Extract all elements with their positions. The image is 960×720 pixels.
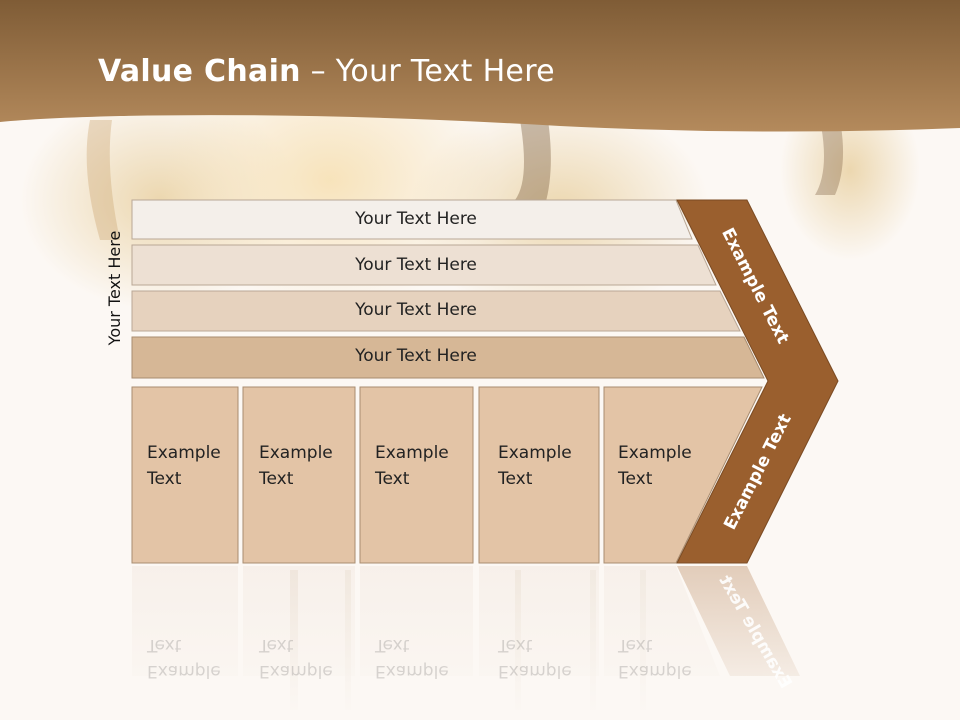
box-reflection-2-line1: Example	[259, 661, 333, 681]
box-reflection-3-line2: Text	[375, 635, 410, 655]
row-bar-2	[131, 244, 717, 286]
box-label-1: Example Text	[147, 440, 221, 492]
row-label-3: Your Text Here	[355, 300, 477, 320]
box-label-4-line2: Text	[498, 469, 533, 489]
box-reflection-3: Example Text	[375, 632, 449, 684]
box-reflection-1: Example Text	[147, 632, 221, 684]
box-reflection-1-line1: Example	[147, 661, 221, 681]
box-2	[242, 386, 356, 564]
box-reflection-3-line1: Example	[375, 661, 449, 681]
box-1	[131, 386, 239, 564]
box-reflection-4-line1: Example	[498, 661, 572, 681]
box-label-4: Example Text	[498, 440, 572, 492]
row-label-4: Your Text Here	[355, 346, 477, 366]
row-bar-1	[131, 199, 693, 240]
box-label-4-line1: Example	[498, 443, 572, 463]
box-reflection-2: Example Text	[259, 632, 333, 684]
box-label-2-line1: Example	[259, 443, 333, 463]
box-label-3-line1: Example	[375, 443, 449, 463]
box-reflection-5-line1: Example	[618, 661, 692, 681]
box-reflection-1-line2: Text	[147, 635, 182, 655]
box-reflection-5: Example Text	[618, 632, 692, 684]
row-bar-3	[131, 290, 741, 332]
box-label-3-line2: Text	[375, 469, 410, 489]
row-label-1: Your Text Here	[355, 209, 477, 229]
box-label-2-line2: Text	[259, 469, 294, 489]
box-reflection-5-line2: Text	[618, 635, 653, 655]
title-bold: Value Chain	[98, 54, 301, 89]
box-reflection-2-line2: Text	[259, 635, 294, 655]
title-rest: – Your Text Here	[300, 54, 555, 89]
box-reflection-4: Example Text	[498, 632, 572, 684]
box-label-3: Example Text	[375, 440, 449, 492]
box-label-5: Example Text	[618, 440, 692, 492]
box-label-5-line1: Example	[618, 443, 692, 463]
box-label-1-line1: Example	[147, 443, 221, 463]
box-label-2: Example Text	[259, 440, 333, 492]
box-3	[359, 386, 474, 564]
box-label-5-line2: Text	[618, 469, 653, 489]
row-bar-4	[131, 336, 765, 379]
slide-title: Value Chain – Your Text Here	[98, 54, 555, 89]
row-label-2: Your Text Here	[355, 255, 477, 275]
vertical-label: Your Text Here	[105, 230, 124, 346]
box-label-1-line2: Text	[147, 469, 182, 489]
box-reflection-4-line2: Text	[498, 635, 533, 655]
